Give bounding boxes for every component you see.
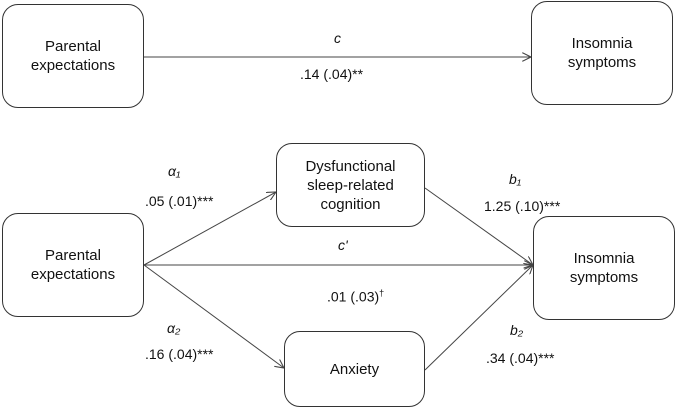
top-outcome-label: Insomnia symptoms: [567, 35, 637, 71]
c-prime-value: .01 (.03): [327, 288, 380, 305]
b2-symbol: b₂: [510, 322, 524, 338]
top-outcome-box: Insomnia symptoms: [531, 1, 673, 105]
path-c-value: .14 (.04)**: [300, 66, 364, 82]
a1-symbol: α₁: [168, 163, 181, 179]
predictor-box: Parental expectations: [2, 213, 144, 317]
top-predictor-box: Parental expectations: [2, 4, 144, 108]
arrow-a1: [143, 192, 276, 266]
outcome-box: Insomnia symptoms: [533, 216, 675, 320]
mediator-1-label: Dysfunctional sleep-related cognition: [305, 157, 396, 213]
mediator-2-box: Anxiety: [284, 331, 425, 407]
c-prime-mark: †: [379, 288, 385, 298]
predictor-label: Parental expectations: [30, 247, 116, 283]
arrow-a2: [143, 264, 284, 368]
outcome-label: Insomnia symptoms: [569, 250, 639, 286]
arrow-b1: [424, 187, 533, 265]
b1-value: 1.25 (.10)***: [484, 198, 561, 214]
c-prime-value-wrap: .01 (.03)†: [327, 285, 384, 305]
b1-symbol: b₁: [509, 171, 522, 187]
a2-value: .16 (.04)***: [145, 346, 214, 362]
mediator-2-label: Anxiety: [329, 360, 380, 378]
a2-symbol: α₂: [167, 320, 181, 336]
c-prime-symbol: c': [338, 237, 348, 253]
b2-value: .34 (.04)***: [486, 350, 555, 366]
mediator-1-box: Dysfunctional sleep-related cognition: [276, 143, 425, 227]
a1-value: .05 (.01)***: [145, 193, 214, 209]
arrow-b2: [424, 265, 533, 371]
path-c-symbol: c: [334, 30, 341, 46]
top-predictor-label: Parental expectations: [30, 38, 116, 74]
